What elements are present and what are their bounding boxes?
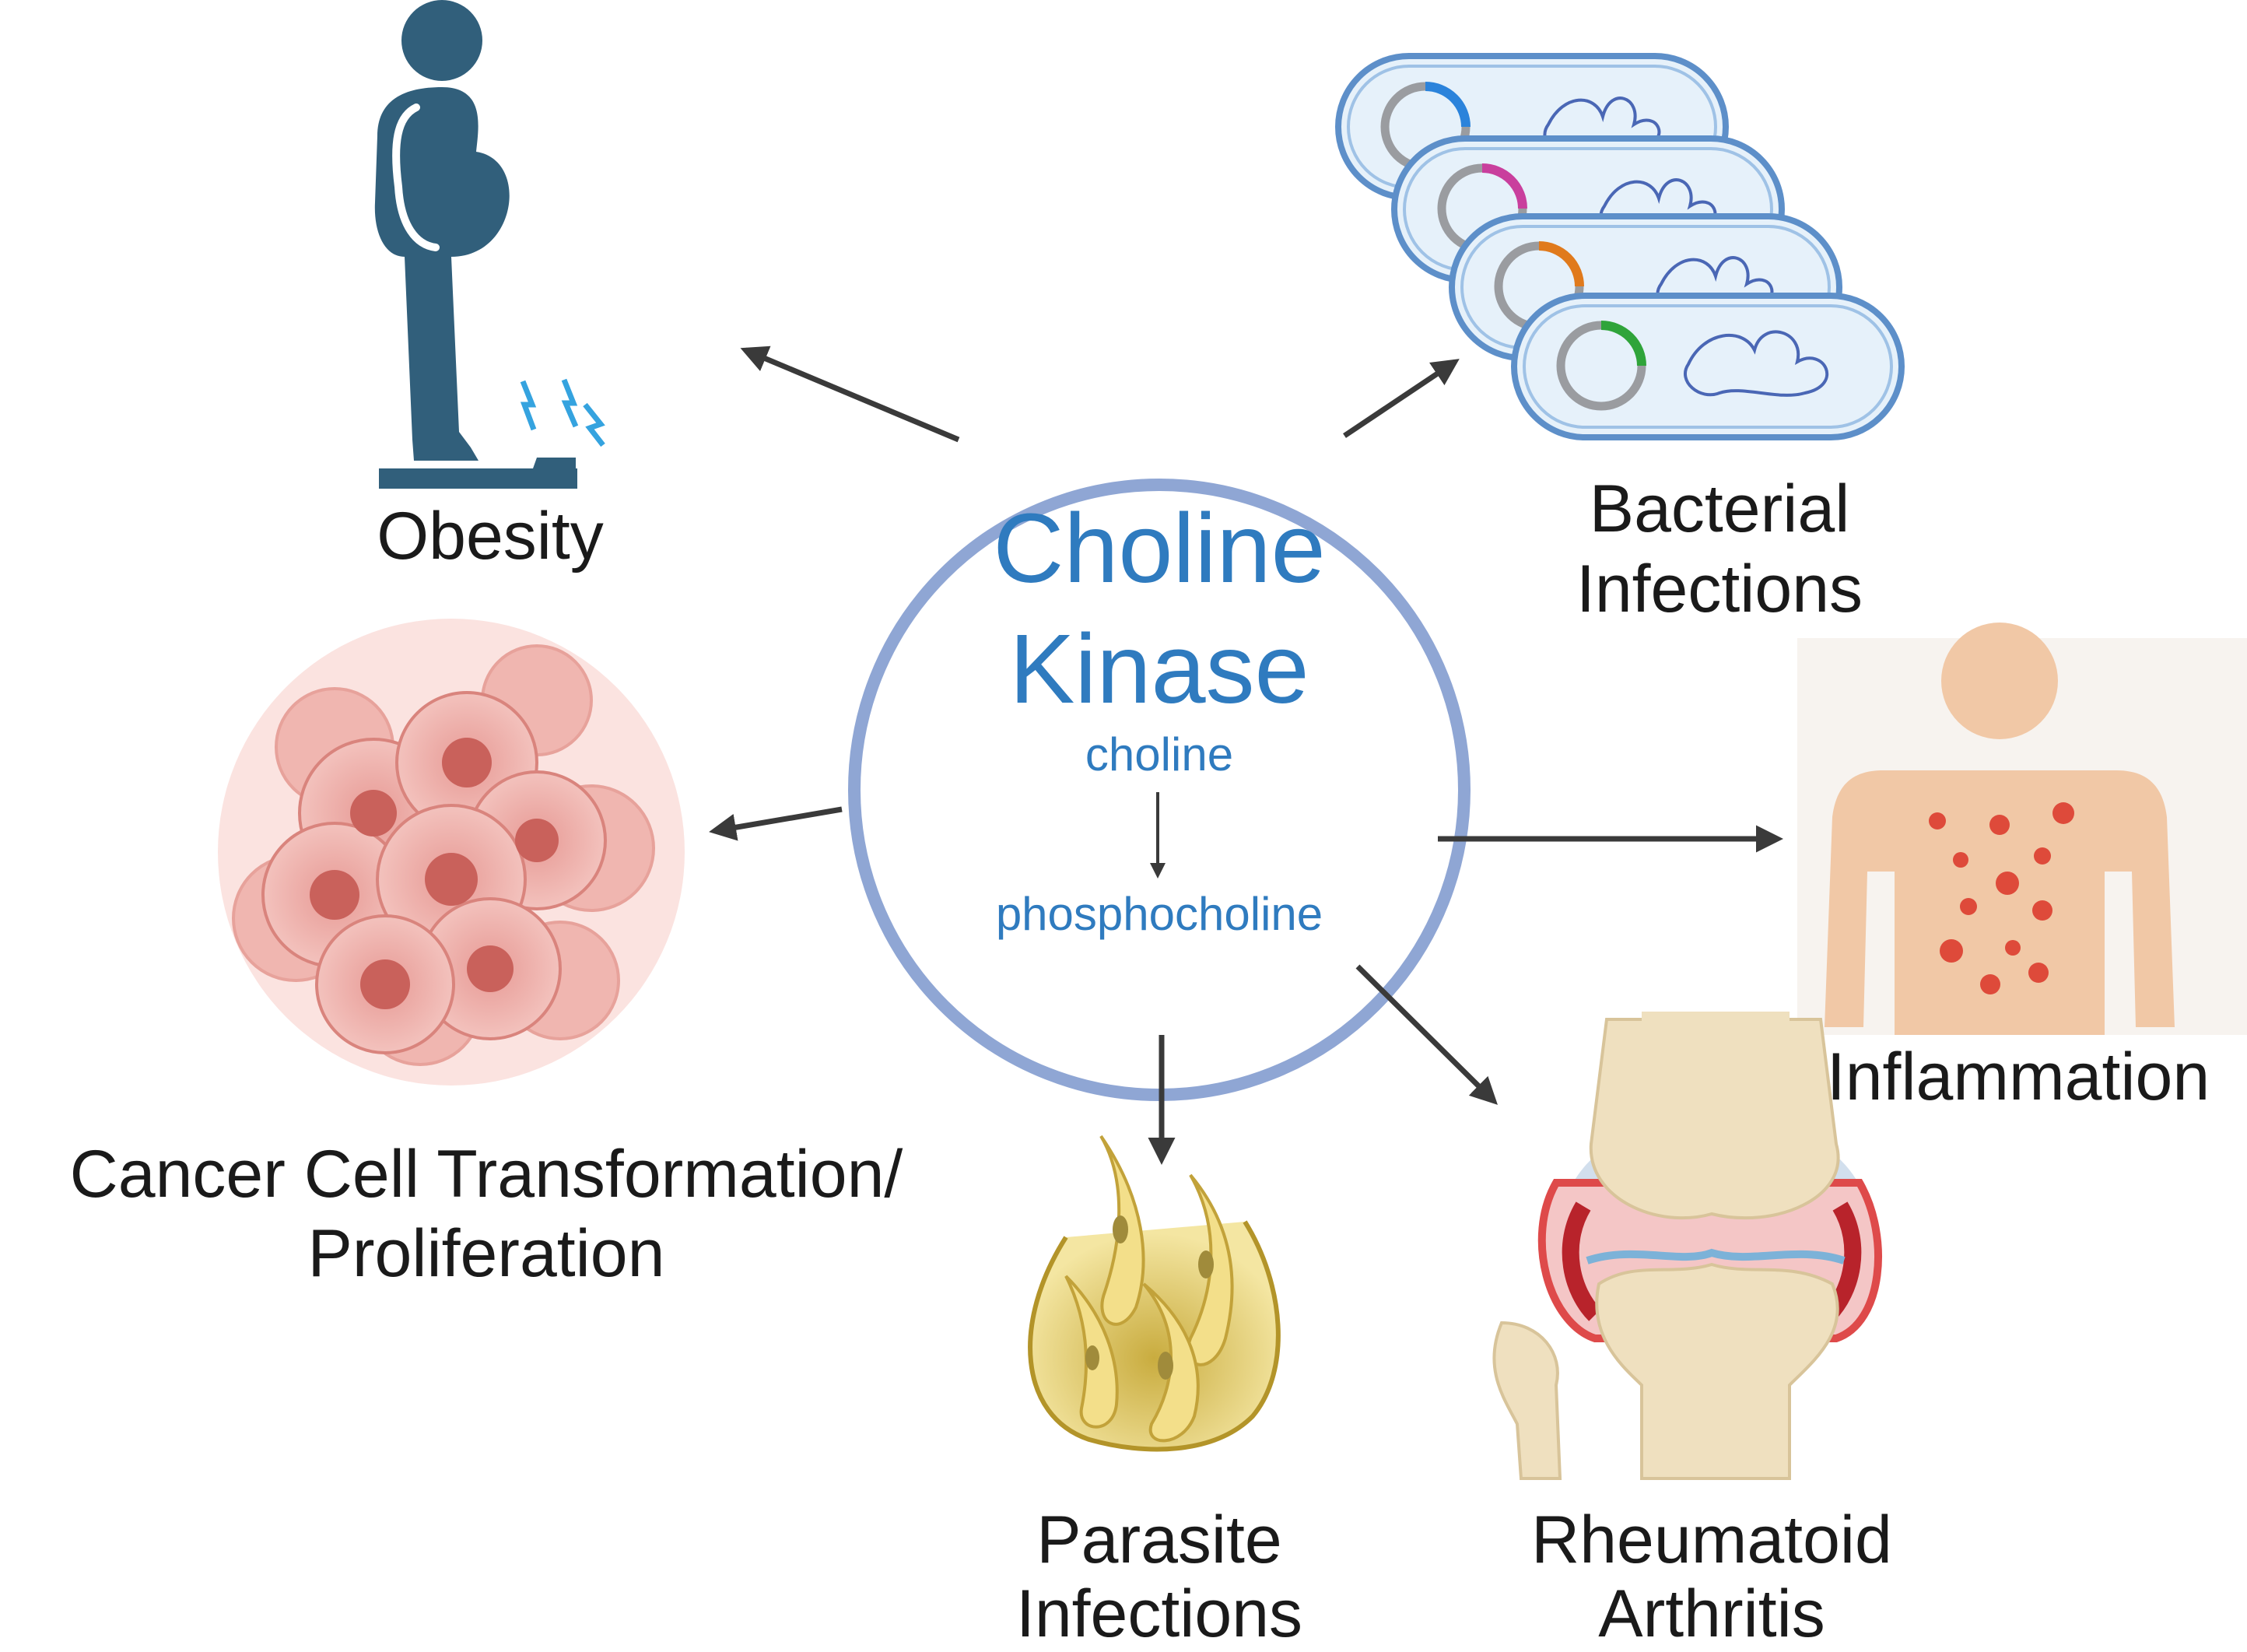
label-bacterial-line2: Infections (1576, 552, 1863, 626)
label-obesity: Obesity (377, 499, 604, 573)
center-title-line1: Choline (993, 493, 1326, 603)
label-parasite-line1: Parasite (1036, 1503, 1282, 1577)
label-cancer-line2: Proliferation (307, 1216, 665, 1291)
bacteria-stack-icon (1335, 53, 1905, 440)
arrow-bacterial (1343, 359, 1460, 438)
arrow-obesity (740, 345, 960, 443)
label-inflammation: Inflammation (1826, 1040, 2210, 1114)
product-label: phosphocholine (995, 888, 1323, 940)
inflamed-knee-joint-icon (1492, 1012, 1882, 1480)
center-title-line2: Kinase (1009, 614, 1309, 724)
arrow-arthritis (1355, 964, 1498, 1105)
cancer-cell-cluster-icon (218, 619, 685, 1086)
outcome-arrows (709, 345, 1783, 1165)
label-bacterial-line1: Bacterial (1589, 472, 1850, 546)
label-parasite-line2: Infections (1015, 1577, 1303, 1651)
label-cancer-line1: Cancer Cell Transformation/ (69, 1137, 903, 1212)
obese-person-on-scale-icon (374, 0, 605, 489)
label-ra-line1: Rheumatoid (1531, 1503, 1892, 1577)
person-with-rash-icon (1797, 623, 2247, 1035)
parasite-cyst-icon (1028, 1135, 1281, 1452)
label-ra-line2: Arthritis (1598, 1577, 1825, 1651)
arrow-cancer (709, 806, 843, 841)
substrate-label: choline (1085, 728, 1234, 780)
